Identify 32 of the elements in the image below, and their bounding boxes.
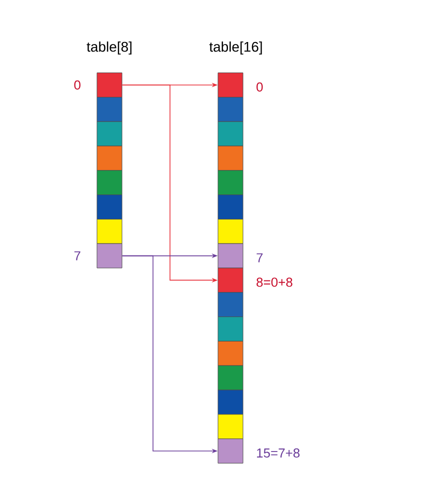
array-cell: [218, 218, 244, 244]
array-cell: [218, 243, 244, 268]
array-cell: [218, 316, 244, 342]
array-cell: [218, 121, 244, 146]
array-cell: [96, 146, 122, 171]
index-label: 7: [74, 251, 80, 260]
array-cell: [96, 218, 122, 244]
index-label: 7: [256, 253, 263, 262]
array-cell: [218, 340, 244, 366]
array-cell: [218, 146, 244, 171]
array-cell: [218, 414, 244, 440]
array-cell: [218, 390, 244, 415]
index-label: 8=0+8: [256, 278, 292, 287]
array-cell: [218, 72, 244, 98]
table-heading: table[16]: [209, 41, 262, 55]
array-cell: [218, 194, 244, 220]
index-label: 0: [256, 82, 263, 92]
array-cell: [218, 96, 244, 122]
index-label: 0: [74, 80, 80, 90]
array-cell: [218, 170, 244, 196]
array-cell: [96, 96, 122, 122]
array-cell: [96, 170, 122, 196]
array-cell: [96, 194, 122, 220]
array-cell: [96, 72, 122, 98]
array-cell: [218, 292, 244, 318]
table-heading: table[8]: [86, 41, 132, 55]
array-cell: [96, 243, 122, 268]
array-cell: [218, 365, 244, 390]
array-cell: [96, 121, 122, 146]
array-cell: [218, 438, 244, 464]
array-cell: [218, 268, 244, 293]
index-label: 15=7+8: [257, 448, 300, 458]
